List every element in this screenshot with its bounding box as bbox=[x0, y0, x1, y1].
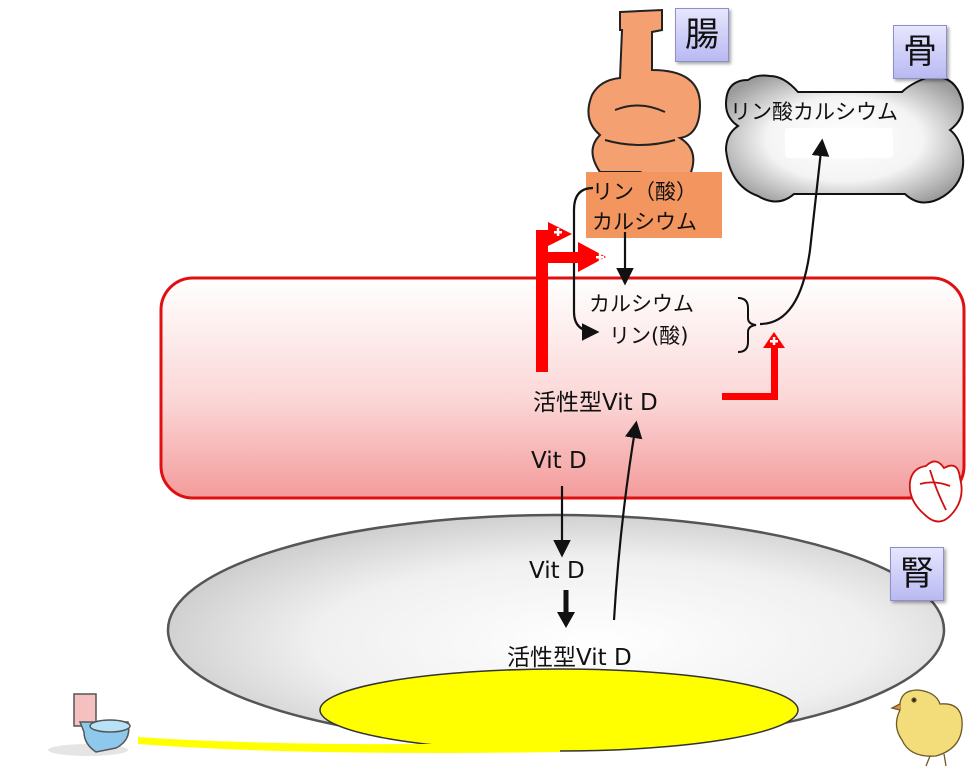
intestine-phosphate-label: リン（酸） bbox=[592, 180, 697, 204]
intestine-label-box bbox=[586, 172, 722, 238]
blood-phosphate-label: リン(酸) bbox=[609, 324, 689, 348]
arrow-blood-to-bone bbox=[759, 138, 830, 326]
bone-hole bbox=[785, 128, 893, 158]
red-arrows bbox=[536, 222, 785, 400]
blood-calcium-label: カルシウム bbox=[589, 292, 694, 316]
blood-vitd-label: Vit D bbox=[531, 448, 587, 474]
intestine-calcium-label: カルシウム bbox=[592, 210, 697, 234]
badge-bone: 骨 bbox=[893, 25, 947, 79]
badge-kidney: 腎 bbox=[890, 547, 944, 601]
brace bbox=[737, 297, 757, 353]
toilet-icon bbox=[48, 693, 131, 756]
intestine-icon bbox=[587, 8, 702, 178]
kidney-vitd-label: Vit D bbox=[529, 558, 585, 584]
chick-icon bbox=[890, 689, 963, 767]
heart-icon bbox=[908, 460, 963, 523]
badge-intestine: 腸 bbox=[675, 8, 729, 62]
urine-pool bbox=[319, 668, 799, 752]
blood-active-vitd-label: 活性型Vit D bbox=[533, 390, 658, 416]
arrow-active-vitd-up bbox=[612, 420, 643, 621]
kidney-active-vitd-label: 活性型Vit D bbox=[507, 645, 632, 671]
bone-calcium-phosphate-label: リン酸カルシウム bbox=[730, 100, 898, 124]
urine-stream bbox=[138, 737, 560, 753]
